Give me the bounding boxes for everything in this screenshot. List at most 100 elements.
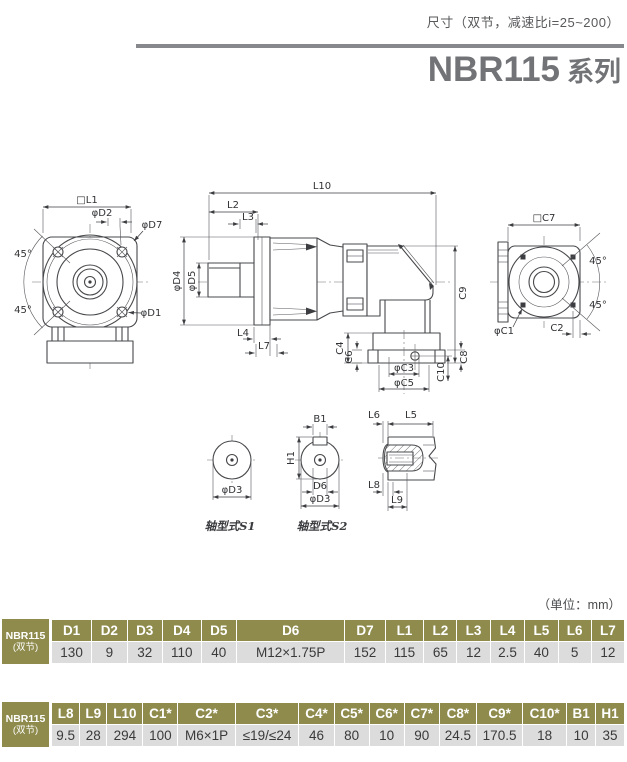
table1-header-cell: L5 (524, 619, 559, 642)
dim-label-l3: L3 (242, 212, 254, 223)
dim-label-c4: C4 (335, 341, 346, 354)
table2-model-variant: (双节) (12, 725, 39, 736)
table1-value-cell: 12 (590, 641, 626, 664)
table1-header-cell: L3 (456, 619, 491, 642)
table2-header-cell: C10* (522, 702, 568, 725)
table2-header-cell: L9 (79, 702, 108, 725)
dim-label-d4: φD4 (172, 271, 183, 292)
angle-label-bottom: 45° (589, 300, 607, 311)
table1-header-cell: D7 (344, 619, 386, 642)
table2-header-cell: C4* (298, 702, 335, 725)
table2-row-label: NBR115 (双节) (2, 702, 49, 747)
dim-label-c9: C9 (458, 286, 469, 299)
table1-value-cell: 9 (91, 641, 128, 664)
table2-header-cell: C2* (177, 702, 236, 725)
table1-value-cell: 110 (161, 641, 202, 664)
table1-row-label: NBR115 (双节) (2, 619, 49, 664)
table2-header-cell: H1 (595, 702, 625, 725)
table1-model-name: NBR115 (5, 630, 46, 642)
dim-label-c8: C8 (459, 350, 470, 363)
table2-header-cell: C8* (438, 702, 478, 725)
dim-label-l7: L7 (258, 341, 270, 352)
dim-label-c5: φC5 (394, 378, 414, 389)
dim-label-rear-c2: C2 (550, 323, 563, 334)
table2-header-cell: L10 (106, 702, 144, 725)
table2-header-cell: L8 (50, 702, 81, 725)
unit-label: （单位：mm） (537, 598, 621, 612)
angle-label-bottom: 45° (14, 305, 32, 316)
table1-header-cell: L4 (489, 619, 526, 642)
table1-header-cell: D3 (126, 619, 163, 642)
table2-value-cell: 28 (79, 724, 108, 747)
dim-label-c6: C6 (344, 350, 355, 363)
table1-value-cell: M12×1.75P (235, 641, 346, 664)
dim-label-h1: H1 (286, 451, 297, 465)
shaft-s2-caption: 轴型式S2 (297, 519, 348, 533)
dim-label-l2: L2 (227, 200, 239, 211)
shaft-type-s2: B1 H1 D6 φD3 轴型式S2 (286, 414, 347, 533)
table1-header-cell: L2 (423, 619, 458, 642)
dim-label-c3: φC3 (394, 363, 414, 374)
table1-model-variant: (双节) (12, 642, 39, 653)
table2-value-cell: 100 (142, 724, 179, 747)
table1-value-cell: 115 (384, 641, 425, 664)
dim-label-l4: L4 (237, 328, 249, 339)
side-view: L10 L2 L3 φD4 φD5 L4 (172, 181, 470, 394)
table2-value-cell: 170.5 (475, 724, 524, 747)
table1-header-cell: D5 (200, 619, 237, 642)
dim-label-c7: □C7 (533, 213, 556, 224)
angle-label-top: 45° (589, 256, 607, 267)
table1-header-cell: D1 (50, 619, 93, 642)
dim-label-b1: B1 (313, 414, 326, 425)
table2-value-cell: 24.5 (438, 724, 478, 747)
dim-label-d5: φD5 (187, 271, 198, 292)
table2-header-cell: C9* (475, 702, 524, 725)
table1-value-cell: 40 (524, 641, 559, 664)
shaft-type-s1: φD3 轴型式S1 (205, 435, 257, 533)
shaft-s1-caption: 轴型式S1 (205, 519, 256, 533)
dim-label-rear-c1: φC1 (494, 326, 514, 337)
table1-value-cell: 130 (50, 641, 93, 664)
dim-label-s2-d3: φD3 (310, 494, 331, 505)
table2-value-cell: 90 (403, 724, 440, 747)
dim-label-c10: C10 (436, 362, 447, 382)
table1-value-cell: 12 (456, 641, 491, 664)
table2-value-cell: 10 (368, 724, 405, 747)
table2-header-cell: C1* (142, 702, 179, 725)
table1-value-cell: 65 (423, 641, 458, 664)
dim-label-d6: D6 (313, 481, 327, 492)
table2-header-cell: C5* (333, 702, 370, 725)
table1-value-cell: 2.5 (489, 641, 526, 664)
table2-header-cell: B1 (566, 702, 597, 725)
front-view: □L1 φD2 φD7 φD1 45° 45° (14, 195, 162, 372)
dim-label-l8: L8 (368, 480, 380, 491)
size-note: 尺寸（双节，减速比i=25~200） (426, 15, 620, 30)
angle-label-top: 45° (14, 249, 32, 260)
dim-label-d7: φD7 (142, 220, 163, 231)
shaft-section-view: L6 L5 L8 L9 (368, 410, 441, 511)
table2-value-cell: 46 (298, 724, 335, 747)
table2-value-cell: 10 (566, 724, 597, 747)
table2-value-cell: 18 (522, 724, 568, 747)
table2-header-cell: C6* (368, 702, 405, 725)
dim-label-l6: L6 (368, 410, 380, 421)
dim-label-l1: □L1 (76, 195, 97, 206)
series-suffix: 系列 (567, 57, 621, 87)
table1-value-cell: 152 (344, 641, 386, 664)
table1-header-cell: D2 (91, 619, 128, 642)
series-name: NBR115 (427, 50, 560, 89)
table2-value-cell: 80 (333, 724, 370, 747)
dim-label-d2: φD2 (92, 208, 113, 219)
title-rule (136, 44, 624, 48)
table1-value-cell: 32 (126, 641, 163, 664)
dim-label-d1: φD1 (141, 308, 162, 319)
table2-value-cell: M6×1P (177, 724, 236, 747)
